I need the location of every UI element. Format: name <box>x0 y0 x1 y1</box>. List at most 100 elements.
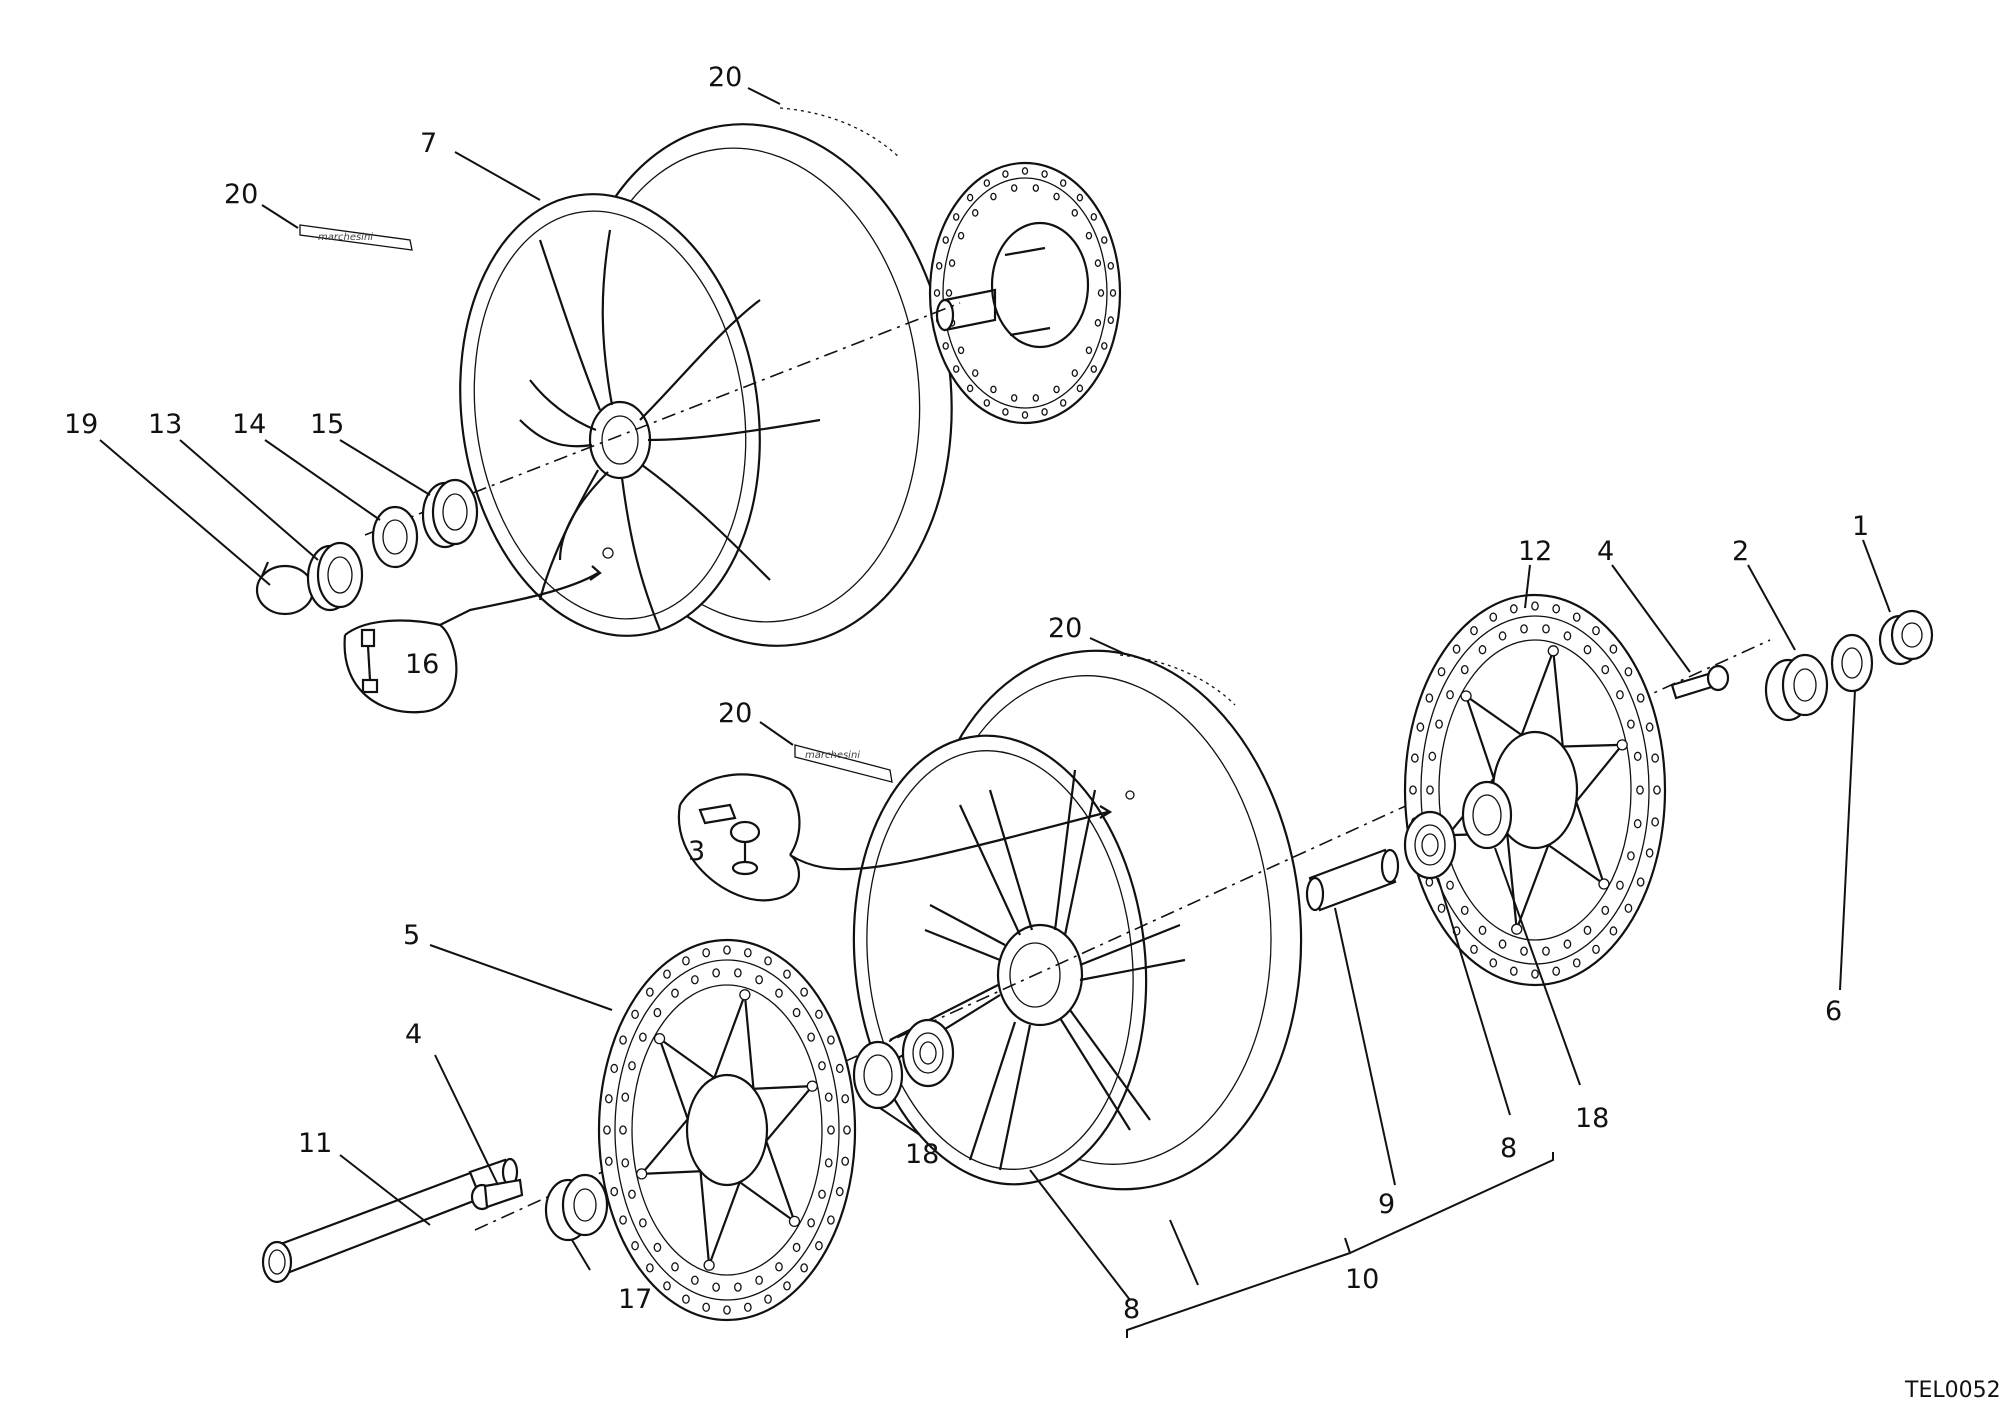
callout-20-left-rear: 20 <box>224 179 258 210</box>
disc-vent-hole <box>653 1007 662 1018</box>
disc-vent-hole <box>631 1241 639 1251</box>
disc-vent-hole <box>619 1125 627 1135</box>
disc-vent-hole <box>1616 690 1624 700</box>
disc-vent-hole <box>775 988 783 998</box>
disc-vent-hole <box>935 262 943 270</box>
disc-vent-hole <box>1460 905 1469 916</box>
disc-vent-hole <box>604 1094 613 1104</box>
disc-vent-hole <box>1425 693 1434 703</box>
front-wheel-rim <box>852 649 1303 1191</box>
disc-vent-hole <box>1032 394 1040 402</box>
disc-vent-hole <box>1498 631 1507 641</box>
disc-vent-hole <box>764 1294 772 1304</box>
callout-15: 15 <box>310 409 344 440</box>
disc-vent-hole <box>712 1282 720 1292</box>
disc-vent-hole <box>957 231 965 240</box>
disc-vent-hole <box>1563 939 1572 949</box>
bracket-10 <box>1126 1152 1554 1338</box>
disc-vent-hole <box>948 259 956 267</box>
svg-text:marchesini: marchesini <box>318 232 373 243</box>
disc-vent-hole <box>1021 411 1029 419</box>
disc-vent-hole <box>792 1242 801 1253</box>
callout-9: 9 <box>1378 1189 1395 1220</box>
callout-20-top-front: 20 <box>1048 613 1082 644</box>
disc-vent-hole <box>1633 819 1642 829</box>
disc-vent-hole <box>712 968 720 978</box>
disc-vent-hole <box>775 1262 783 1272</box>
disc-vent-hole <box>743 948 752 958</box>
disc-vent-hole <box>1446 880 1454 890</box>
disc-vent-hole <box>807 1218 815 1228</box>
callout-8-left: 8 <box>1123 1294 1140 1325</box>
disc-bolt <box>1598 878 1610 890</box>
ring-nut-13 <box>306 541 364 612</box>
disc-vent-hole <box>663 1281 671 1291</box>
disc-vent-hole <box>827 1215 835 1225</box>
disc-vent-hole <box>646 987 654 997</box>
disc-vent-hole <box>1076 384 1084 393</box>
rear-wheel-rim <box>459 123 953 647</box>
disc-vent-hole <box>818 1061 826 1071</box>
disc-vent-hole <box>682 956 690 966</box>
disc-vent-hole <box>1425 877 1434 887</box>
disc-vent-hole <box>1542 946 1550 956</box>
callout-13: 13 <box>148 409 182 440</box>
disc-vent-hole <box>691 975 699 985</box>
disc-vent-hole <box>1021 167 1029 175</box>
disc-vent-hole <box>1509 604 1518 614</box>
disc-vent-hole <box>1520 624 1528 634</box>
disc-vent-hole <box>1435 719 1443 729</box>
disc-vent-hole <box>1010 184 1018 192</box>
disc-vent-hole <box>841 1094 850 1104</box>
svg-text:marchesini: marchesini <box>805 750 860 761</box>
callout-12: 12 <box>1518 536 1552 567</box>
disc-vent-hole <box>755 1275 763 1285</box>
callout-8-right: 8 <box>1500 1133 1517 1164</box>
callout-6: 6 <box>1825 996 1842 1027</box>
disc-vent-hole <box>734 968 742 978</box>
disc-vent-hole <box>827 1035 835 1045</box>
callout-16: 16 <box>405 649 439 680</box>
disc-vent-hole <box>1609 644 1618 654</box>
callout-11: 11 <box>298 1128 332 1159</box>
disc-vent-hole <box>1071 209 1078 217</box>
disc-vent-hole <box>755 975 763 985</box>
disc-vent-hole <box>639 1218 647 1228</box>
disc-vent-hole <box>1601 664 1610 675</box>
disc-vent-hole <box>972 369 979 377</box>
disc-vent-hole <box>610 1063 619 1074</box>
disc-vent-hole <box>1071 369 1078 377</box>
disc-bolt <box>1547 645 1559 657</box>
disc-vent-hole <box>1627 851 1635 861</box>
disc-vent-hole <box>764 956 772 966</box>
bolt-4-right <box>1670 664 1730 700</box>
disc-vent-hole <box>942 342 949 350</box>
disc-vent-hole <box>1470 944 1478 954</box>
disc-vent-hole <box>1085 231 1093 240</box>
disc-vent-hole <box>1583 645 1592 655</box>
disc-vent-hole <box>1552 604 1561 614</box>
disc-vent-hole <box>983 179 991 187</box>
leader-lines <box>99 87 1891 1301</box>
disc-vent-hole <box>1032 184 1040 192</box>
disc-vent-hole <box>800 987 808 997</box>
disc-vent-hole <box>1053 385 1060 394</box>
disc-vent-hole <box>824 1158 833 1168</box>
disc-vent-hole <box>1409 785 1417 795</box>
disc-vent-hole <box>1041 408 1048 416</box>
disc-vent-hole <box>957 346 965 355</box>
disc-vent-hole <box>1653 785 1661 795</box>
disc-vent-hole <box>835 1063 844 1074</box>
seal-18-right <box>1461 780 1513 850</box>
disc-vent-hole <box>1085 346 1093 355</box>
disc-vent-hole <box>639 1032 647 1042</box>
disc-vent-hole <box>702 1302 711 1312</box>
disc-vent-hole <box>1651 817 1659 827</box>
disc-vent-hole <box>1592 626 1600 636</box>
disc-bolt <box>1616 739 1628 751</box>
disc-vent-hole <box>1624 667 1633 677</box>
disc-vent-hole <box>1531 969 1539 979</box>
valve-detail-16 <box>343 565 602 714</box>
disc-bolt <box>1460 690 1472 702</box>
front-brake-disc-left <box>597 938 857 1322</box>
